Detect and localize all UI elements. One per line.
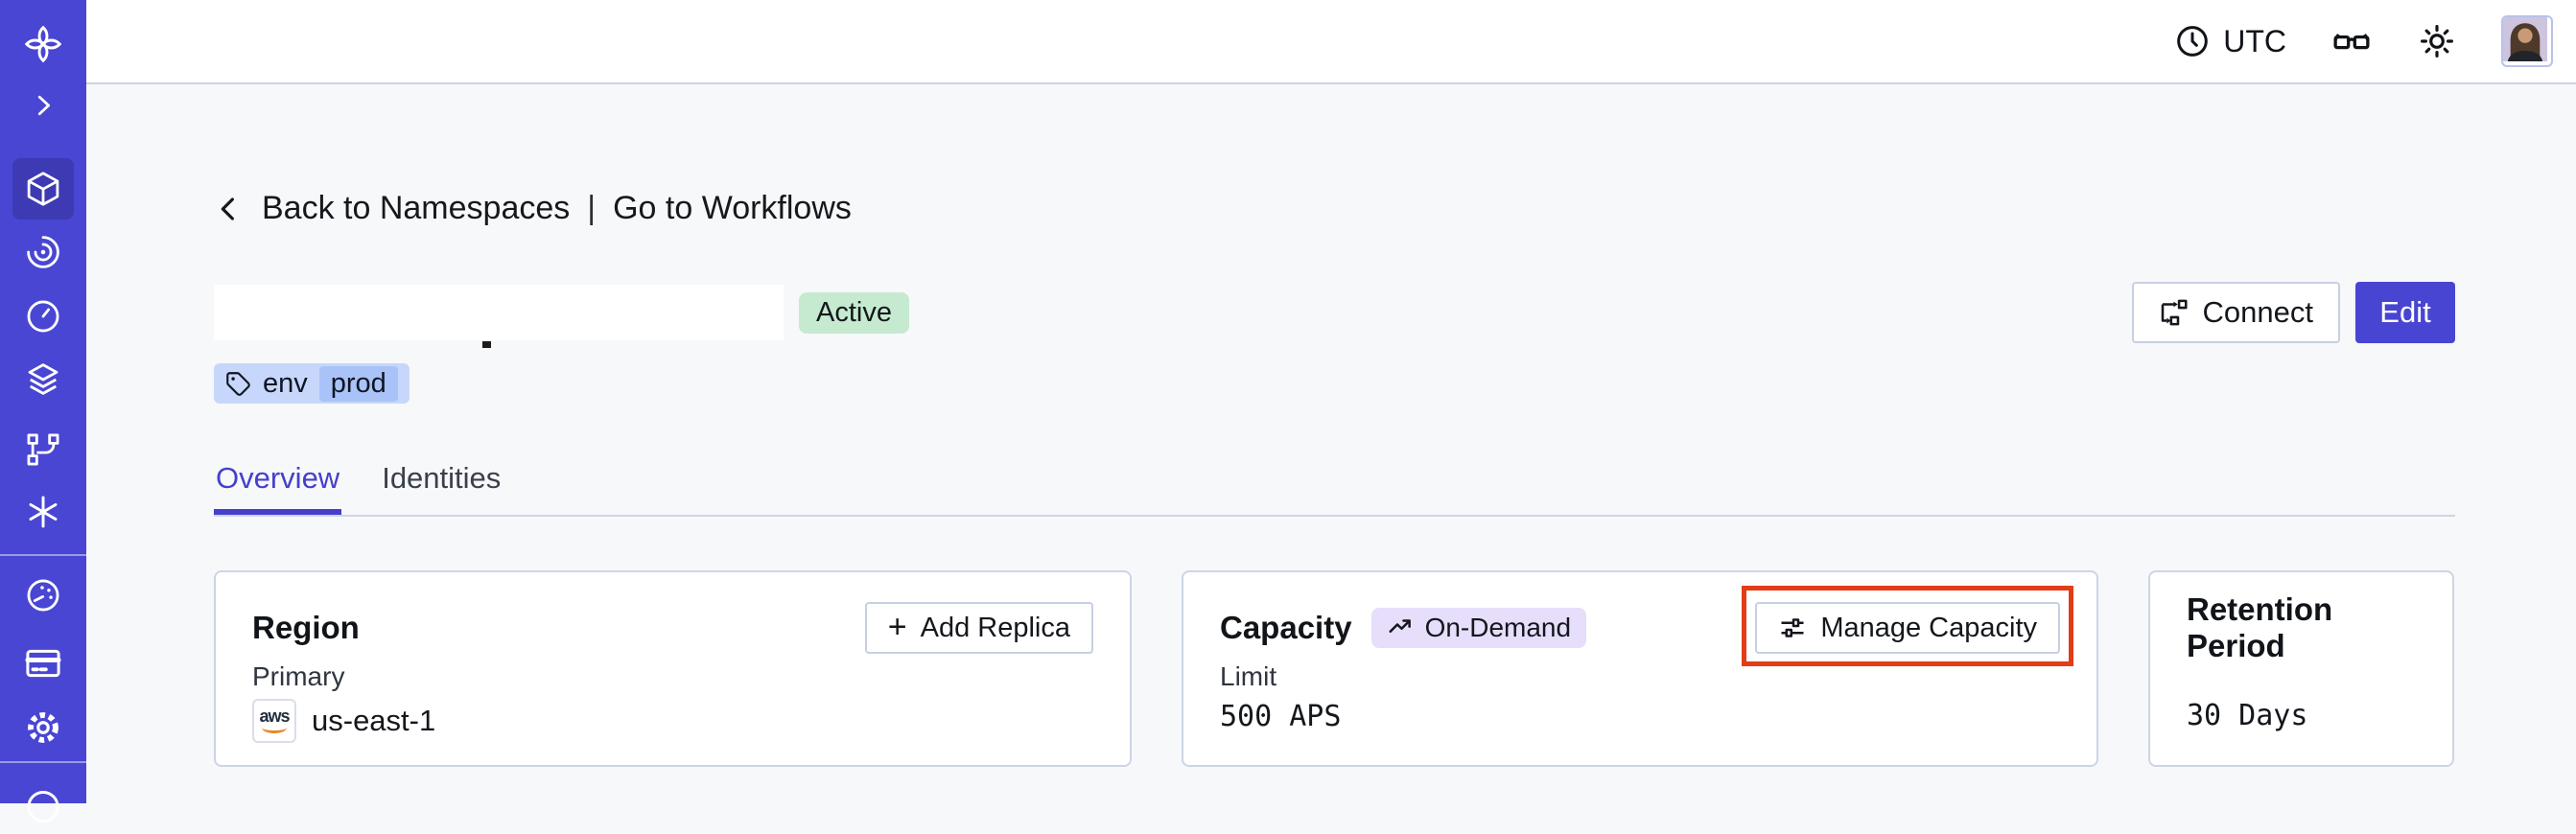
breadcrumb: Back to Namespaces | Go to Workflows [214, 190, 2455, 227]
topbar: UTC [86, 0, 2576, 84]
ondemand-badge: On-Demand [1370, 608, 1587, 648]
sidebar-item-namespaces-cube-icon[interactable] [12, 158, 74, 220]
manage-capacity-button-label: Manage Capacity [1820, 612, 2037, 643]
manage-capacity-wrapper: Manage Capacity [1742, 586, 2073, 666]
sidebar [0, 0, 86, 823]
sidebar-divider [0, 554, 86, 556]
main-content: Back to Namespaces | Go to Workflows Act… [86, 86, 2576, 803]
aws-logo-smile [262, 722, 287, 733]
trend-up-icon [1387, 614, 1416, 642]
tag-icon [225, 371, 251, 397]
region-card-header: Region + Add Replica [252, 602, 1093, 654]
edit-button-label: Edit [2379, 295, 2431, 329]
tabs: Overview Identities [214, 461, 2455, 517]
retention-card-title: Retention Period [2187, 591, 2333, 663]
sidebar-item-partial-circle-icon[interactable] [12, 773, 74, 834]
add-replica-button-label: Add Replica [920, 612, 1070, 643]
add-replica-button[interactable]: + Add Replica [864, 602, 1093, 654]
sidebar-divider [0, 761, 86, 763]
redacted-namespace-title [214, 285, 784, 348]
connect-button-label: Connect [2202, 295, 2313, 329]
breadcrumb-back-link[interactable]: Back to Namespaces [262, 190, 571, 226]
region-card-title: Region [252, 610, 360, 645]
chevron-left-icon[interactable] [214, 194, 245, 224]
region-primary-label: Primary [252, 661, 345, 691]
tag-row: env prod [214, 363, 2455, 404]
avatar[interactable] [2501, 15, 2553, 67]
plus-icon: + [887, 608, 907, 645]
capacity-card-header: Capacity On-Demand [1220, 586, 2073, 666]
clock-icon [2173, 22, 2212, 60]
tag-key: env [263, 367, 308, 399]
capacity-limit-label: Limit [1220, 661, 1277, 691]
retention-value: 30 Days [2187, 699, 2308, 732]
redacted-title-artifact [482, 341, 491, 348]
sidebar-item-nexus-asterisk-icon[interactable] [12, 481, 74, 543]
ondemand-badge-label: On-Demand [1424, 613, 1572, 642]
sidebar-item-settings-gear-icon[interactable] [12, 697, 74, 758]
sidebar-expand-chevron-right-icon[interactable] [12, 75, 74, 136]
tab-identities[interactable]: Identities [382, 461, 502, 495]
tag-value: prod [318, 365, 398, 402]
status-badge: Active [799, 291, 909, 334]
sliders-icon [1778, 614, 1807, 642]
temporal-logo-icon[interactable] [12, 13, 74, 75]
region-card: Region + Add Replica Primary aws us-east… [214, 570, 1132, 767]
sidebar-item-billing-card-icon[interactable] [12, 633, 74, 694]
brightness-icon[interactable] [2417, 21, 2457, 61]
manage-capacity-button[interactable]: Manage Capacity [1755, 602, 2060, 654]
connect-button[interactable]: Connect [2131, 282, 2340, 343]
retention-card: Retention Period 30 Days [2148, 570, 2454, 767]
breadcrumb-workflows-link[interactable]: Go to Workflows [613, 190, 852, 226]
namespace-title-row: Active Connect Edit [214, 281, 2455, 348]
capacity-card-title: Capacity [1220, 610, 1352, 645]
region-value-row: aws us-east-1 [252, 699, 1093, 743]
sidebar-item-schedules-timer-icon[interactable] [12, 286, 74, 347]
edit-button[interactable]: Edit [2355, 282, 2455, 343]
aws-logo: aws [252, 699, 296, 743]
namespace-tag[interactable]: env prod [214, 363, 410, 404]
sidebar-item-workflows-spiral-icon[interactable] [12, 221, 74, 283]
aws-logo-text: aws [259, 707, 290, 726]
retention-card-header: Retention Period [2187, 591, 2416, 663]
tab-overview[interactable]: Overview [214, 461, 341, 515]
sidebar-item-layers-icon[interactable] [12, 349, 74, 410]
capacity-value: 500 APS [1220, 700, 1342, 733]
capacity-card: Capacity On-Demand [1182, 570, 2098, 767]
breadcrumb-separator: | [587, 190, 597, 226]
timezone-selector[interactable]: UTC [2173, 22, 2286, 60]
timezone-label: UTC [2223, 23, 2286, 58]
sidebar-item-branch-icon[interactable] [12, 419, 74, 480]
region-value: us-east-1 [312, 704, 436, 737]
connect-flow-icon [2159, 297, 2190, 328]
sidebar-item-usage-gauge-icon[interactable] [12, 565, 74, 626]
glasses-icon[interactable] [2330, 20, 2373, 62]
cards-row: Region + Add Replica Primary aws us-east… [214, 570, 2455, 767]
